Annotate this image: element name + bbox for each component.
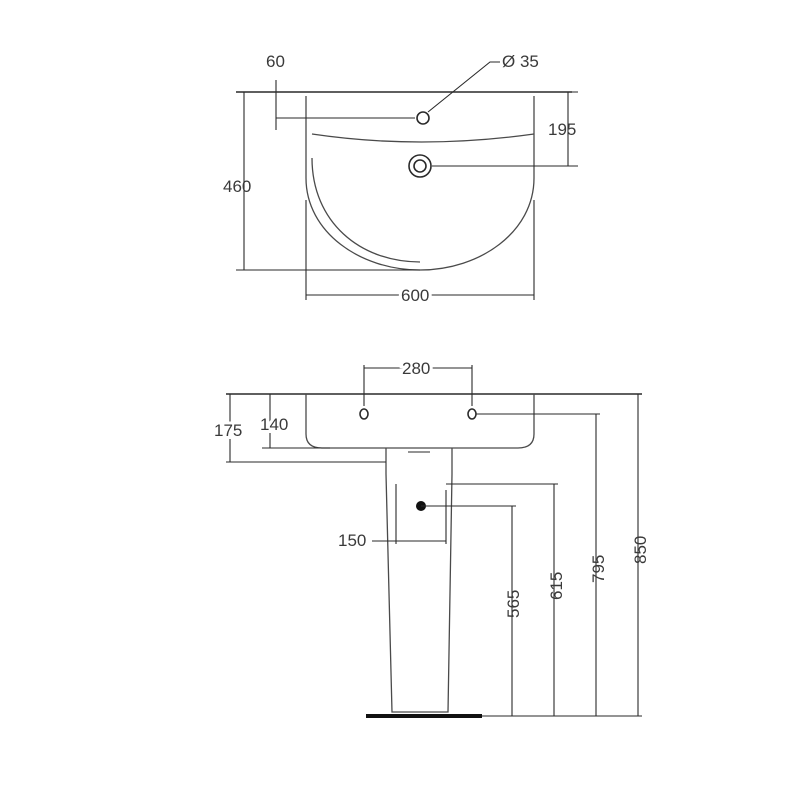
top-view: 60 Ø 35 195 460 600 (223, 52, 578, 308)
waste-outlet-outer (408, 154, 432, 178)
dim-fixing-spacing-label: 280 (402, 359, 430, 378)
dim-diameter-leader (427, 61, 500, 113)
dim-width-label: 600 (401, 286, 429, 305)
basin-elevation-outline (305, 394, 535, 449)
basin-plan-outline (305, 96, 535, 271)
fixing-hole-left (359, 408, 369, 420)
tap-hole (416, 111, 430, 125)
dim-supply-height-label: 615 (547, 572, 566, 600)
dim-waste-offset-label: 195 (548, 120, 576, 139)
dim-waste-height-label: 565 (504, 590, 523, 618)
waste-outlet-inner (413, 159, 427, 173)
bowl-back-curve (311, 133, 535, 143)
dim-rim-height-label: 175 (214, 421, 242, 440)
front-view: 280 140 175 150 565 615 795 850 (211, 356, 650, 718)
fixing-hole-right (467, 408, 477, 420)
pedestal-outline (385, 448, 453, 713)
bowl-front-rim (311, 157, 421, 263)
dim-depth-label: 460 (223, 177, 251, 196)
dim-tap-diameter-label: Ø 35 (502, 52, 539, 71)
dim-tap-offset-label: 60 (266, 52, 285, 71)
dim-total-height-label: 850 (631, 536, 650, 564)
dim-pedestal-offset-label: 150 (338, 531, 366, 550)
dim-fixing-hole-height-label: 795 (589, 555, 608, 583)
dim-fixing-height-label: 140 (260, 415, 288, 434)
